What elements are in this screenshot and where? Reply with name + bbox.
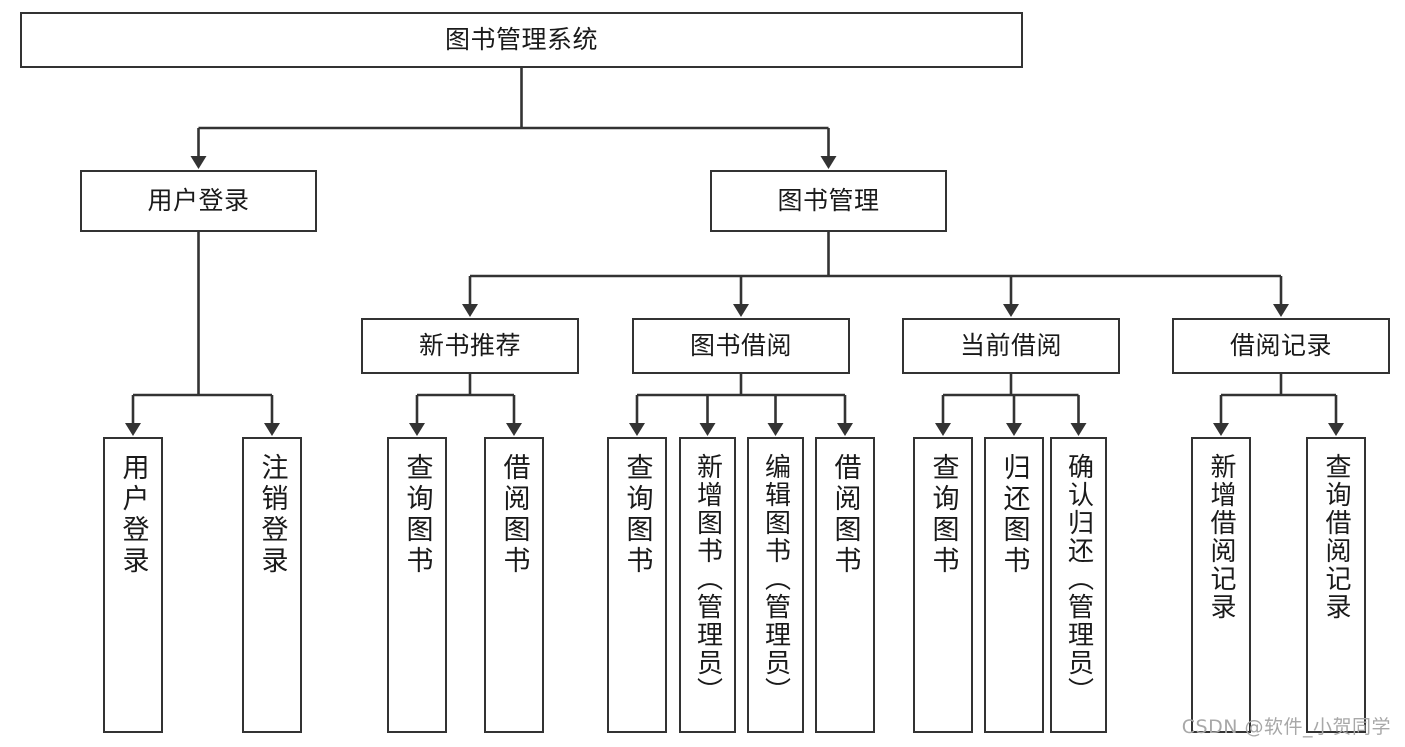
node-leaf-cur-query[interactable]: 查询图书: [913, 437, 973, 733]
node-leaf-bw-edit[interactable]: 编辑图书（管理员）: [747, 437, 804, 733]
node-label-leaf-nb-borrow: 借阅图书: [498, 453, 530, 577]
node-label-borrow: 图书借阅: [689, 330, 792, 360]
node-leaf-login[interactable]: 用户登录: [103, 437, 163, 733]
node-label-leaf-rec-query: 查询借阅记录: [1321, 453, 1351, 621]
node-label-leaf-bw-add: 新增图书（管理员）: [692, 453, 723, 705]
node-label-leaf-rec-add: 新增借阅记录: [1206, 453, 1236, 621]
node-label-current: 当前借阅: [959, 330, 1062, 360]
node-records[interactable]: 借阅记录: [1172, 318, 1390, 374]
node-label-newbook: 新书推荐: [418, 330, 521, 360]
node-label-leaf-cur-return: 归还图书: [998, 453, 1030, 577]
node-leaf-bw-query[interactable]: 查询图书: [607, 437, 667, 733]
node-leaf-bw-add[interactable]: 新增图书（管理员）: [679, 437, 736, 733]
node-label-leaf-bw-edit: 编辑图书（管理员）: [760, 453, 791, 705]
node-borrow[interactable]: 图书借阅: [632, 318, 850, 374]
node-current[interactable]: 当前借阅: [902, 318, 1120, 374]
node-leaf-nb-borrow[interactable]: 借阅图书: [484, 437, 544, 733]
node-leaf-cur-confirm[interactable]: 确认归还（管理员）: [1050, 437, 1107, 733]
node-root[interactable]: 图书管理系统: [20, 12, 1023, 68]
node-label-leaf-bw-query: 查询图书: [621, 453, 653, 577]
node-label-leaf-logout: 注销登录: [256, 453, 288, 577]
node-leaf-nb-query[interactable]: 查询图书: [387, 437, 447, 733]
node-label-leaf-cur-confirm: 确认归还（管理员）: [1063, 453, 1094, 705]
node-bookmgmt[interactable]: 图书管理: [710, 170, 947, 232]
node-login[interactable]: 用户登录: [80, 170, 317, 232]
csdn-watermark: CSDN @软件_小贺同学: [1181, 716, 1391, 738]
node-label-records: 借阅记录: [1229, 330, 1332, 360]
node-leaf-logout[interactable]: 注销登录: [242, 437, 302, 733]
node-newbook[interactable]: 新书推荐: [361, 318, 579, 374]
node-label-root: 图书管理系统: [444, 24, 598, 54]
node-label-bookmgmt: 图书管理: [777, 185, 880, 215]
node-label-leaf-nb-query: 查询图书: [401, 453, 433, 577]
node-leaf-bw-borrow[interactable]: 借阅图书: [815, 437, 875, 733]
node-label-login: 用户登录: [147, 185, 250, 215]
node-leaf-rec-add[interactable]: 新增借阅记录: [1191, 437, 1251, 733]
node-leaf-cur-return[interactable]: 归还图书: [984, 437, 1044, 733]
node-label-leaf-login: 用户登录: [117, 453, 149, 577]
node-label-leaf-cur-query: 查询图书: [927, 453, 959, 577]
node-leaf-rec-query[interactable]: 查询借阅记录: [1306, 437, 1366, 733]
node-label-leaf-bw-borrow: 借阅图书: [829, 453, 861, 577]
